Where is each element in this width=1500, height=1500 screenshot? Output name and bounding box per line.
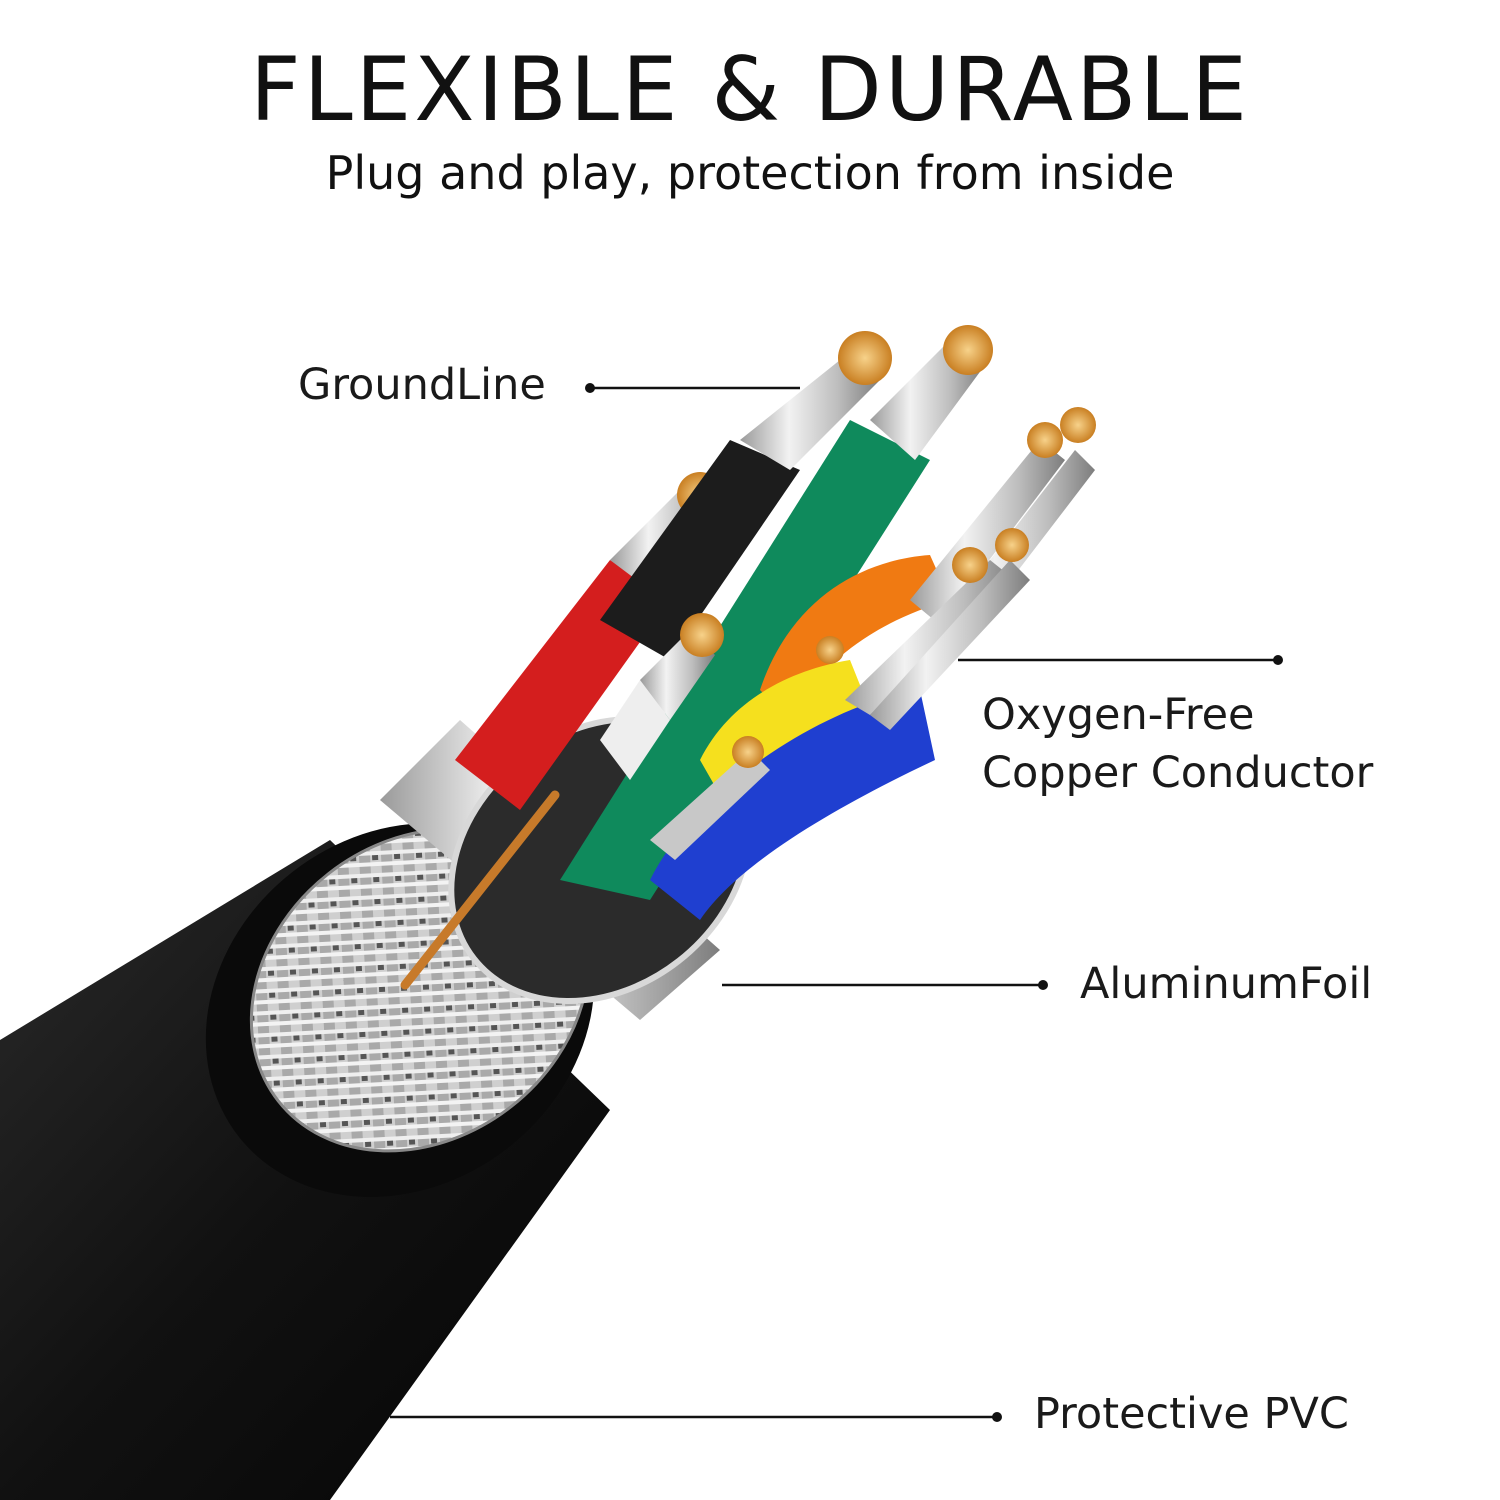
page-title: FLEXIBLE & DURABLE — [250, 38, 1250, 141]
page-subtitle: Plug and play, protection from inside — [325, 146, 1175, 200]
white-wire — [600, 613, 724, 780]
callout-ground-line-label: GroundLine — [298, 360, 546, 410]
callout-copper-line1: Oxygen-Free — [982, 690, 1255, 740]
callout-pvc-leader — [390, 1412, 1002, 1422]
drain-wire — [400, 790, 560, 990]
callout-foil-leader — [722, 980, 1048, 990]
black-ground-wire — [600, 331, 892, 660]
callout-ground-line-leader — [585, 383, 800, 393]
callout-copper-conductor-label: Oxygen-Free Copper Conductor — [982, 686, 1373, 802]
callout-aluminum-foil-label: AluminumFoil — [1080, 959, 1373, 1009]
callout-copper-leader — [958, 655, 1283, 665]
callout-protective-pvc-label: Protective PVC — [1034, 1389, 1349, 1439]
green-wire — [560, 325, 993, 900]
oxygen-free-copper-strands — [650, 407, 1096, 860]
callout-copper-line2: Copper Conductor — [982, 748, 1374, 798]
blue-wire — [650, 690, 935, 920]
